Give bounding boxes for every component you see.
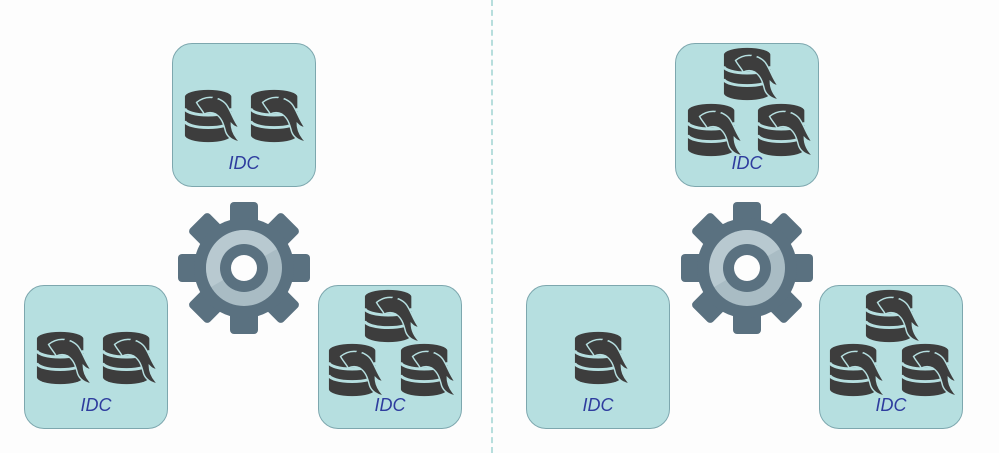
- idc-label: IDC: [875, 395, 907, 415]
- mysql-database-icon: [686, 102, 744, 158]
- mysql-database-icon: [249, 88, 307, 144]
- mysql-database-icon: [363, 288, 421, 344]
- mysql-database-icon: [399, 342, 457, 398]
- mysql-database-icon: [722, 46, 780, 102]
- gear-icon: [677, 198, 817, 338]
- mysql-database-icon: [183, 88, 241, 144]
- idc-box-bottom-right: IDC: [318, 285, 462, 429]
- idc-label: IDC: [582, 395, 614, 415]
- idc-box-bottom-left: IDC: [24, 285, 168, 429]
- idc-label: IDC: [374, 395, 406, 415]
- idc-box-bottom-right: IDC: [819, 285, 963, 429]
- mysql-database-icon: [900, 342, 958, 398]
- idc-box-top: IDC: [675, 43, 819, 187]
- mysql-database-icon: [327, 342, 385, 398]
- idc-box-bottom-left: IDC: [526, 285, 670, 429]
- mysql-database-icon: [35, 330, 93, 386]
- panel-divider: [491, 0, 493, 453]
- mysql-database-icon: [756, 102, 814, 158]
- mysql-database-icon: [101, 330, 159, 386]
- idc-label: IDC: [228, 153, 260, 173]
- mysql-database-icon: [573, 330, 631, 386]
- idc-label: IDC: [731, 153, 763, 173]
- idc-box-top: IDC: [172, 43, 316, 187]
- mysql-database-icon: [828, 342, 886, 398]
- idc-label: IDC: [80, 395, 112, 415]
- mysql-database-icon: [864, 288, 922, 344]
- gear-icon: [174, 198, 314, 338]
